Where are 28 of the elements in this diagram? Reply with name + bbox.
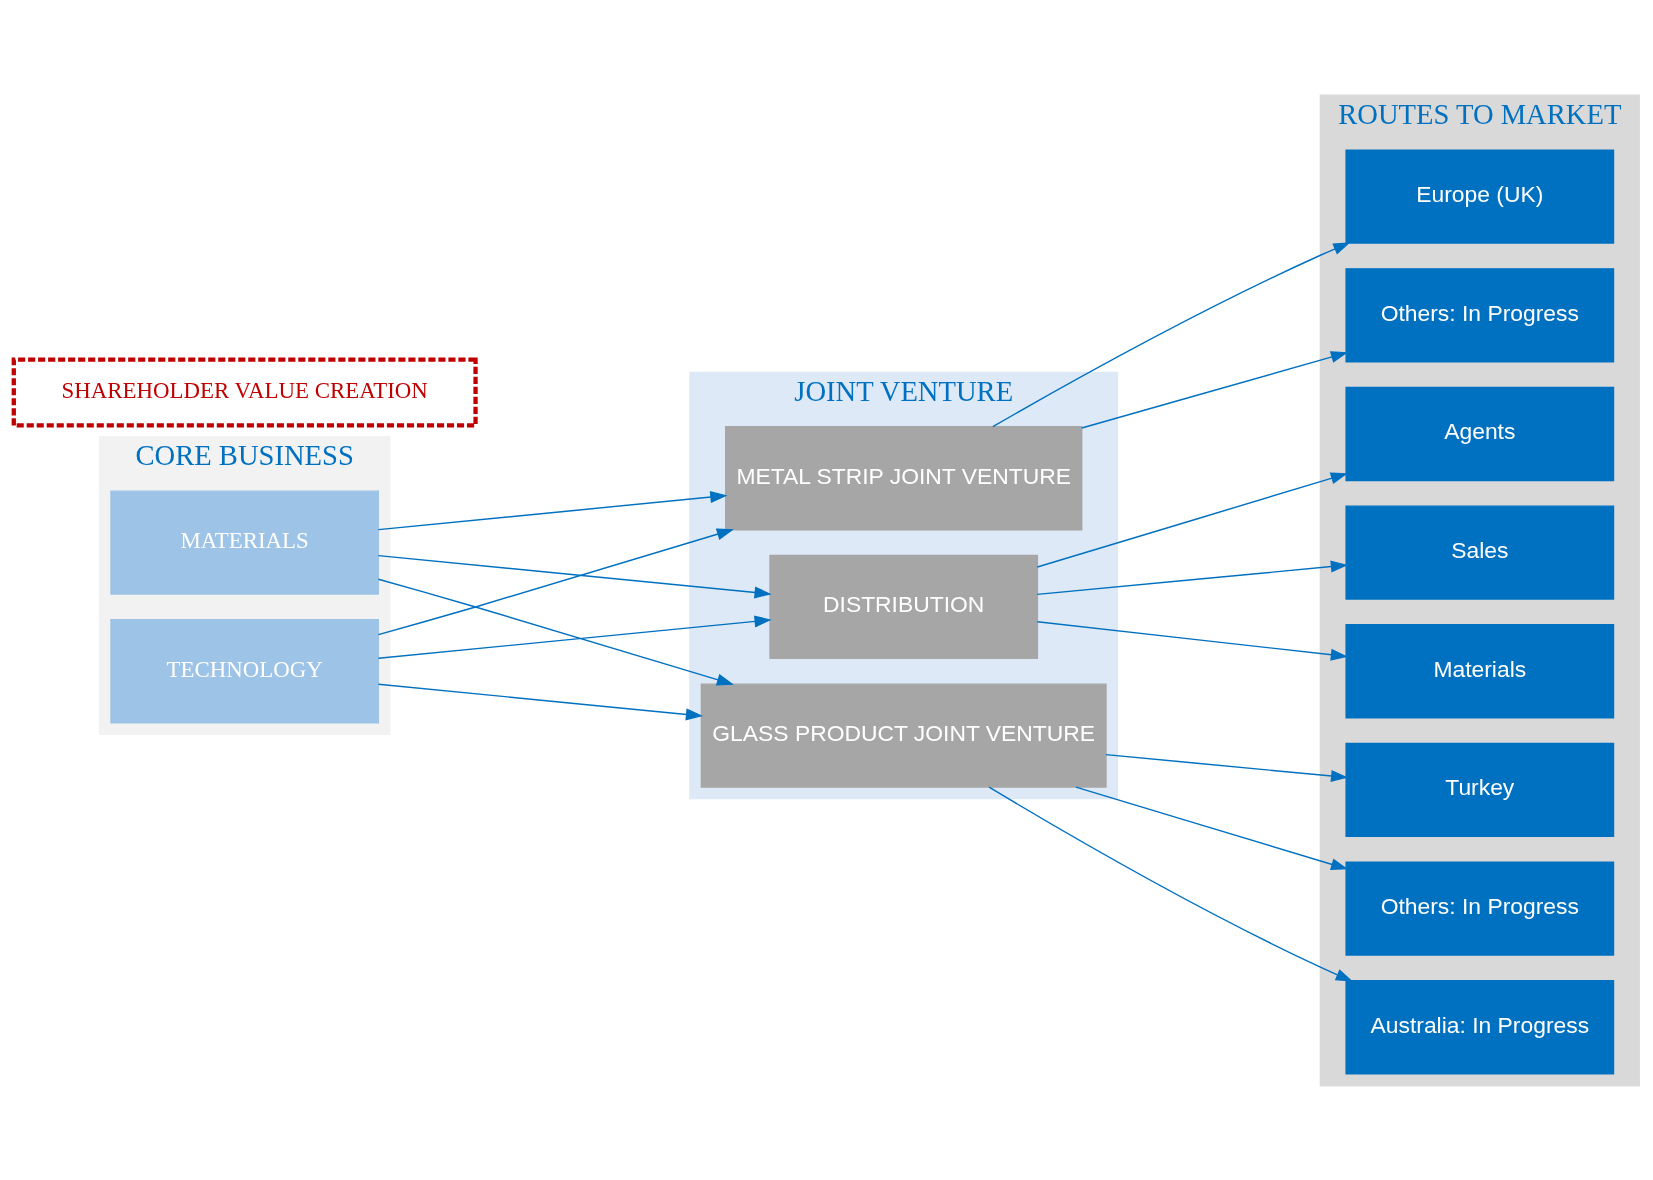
arrow xyxy=(1075,785,1349,870)
node-box: Others: In Progress xyxy=(1345,267,1615,362)
arrow xyxy=(377,578,734,685)
node-box: Turkey xyxy=(1345,742,1615,837)
arrow xyxy=(377,554,772,598)
arrow xyxy=(377,490,728,530)
node-box: Agents xyxy=(1345,386,1615,481)
node-box: Materials xyxy=(1345,623,1615,718)
node-box: DISTRIBUTION xyxy=(769,554,1039,659)
arrow xyxy=(992,241,1351,427)
node-box: SHAREHOLDER VALUE CREATION xyxy=(11,356,478,428)
node-box: TECHNOLOGY xyxy=(110,618,380,723)
node-box: Others: In Progress xyxy=(1345,860,1615,956)
node-box: Europe (UK) xyxy=(1345,148,1615,244)
arrow xyxy=(988,786,1353,981)
arrow xyxy=(1105,753,1349,782)
node-box: MATERIALS xyxy=(110,489,380,595)
node-box: Sales xyxy=(1345,504,1615,600)
arrow xyxy=(1036,560,1348,595)
arrow xyxy=(377,683,704,720)
arrow xyxy=(377,527,734,635)
arrow xyxy=(1036,620,1348,661)
node-box: GLASS PRODUCT JOINT VENTURE xyxy=(700,682,1107,788)
arrow xyxy=(377,614,772,659)
arrow xyxy=(1081,350,1349,429)
node-box: Australia: In Progress xyxy=(1345,979,1615,1074)
arrow xyxy=(1036,472,1348,568)
node-box: METAL STRIP JOINT VENTURE xyxy=(725,425,1083,530)
